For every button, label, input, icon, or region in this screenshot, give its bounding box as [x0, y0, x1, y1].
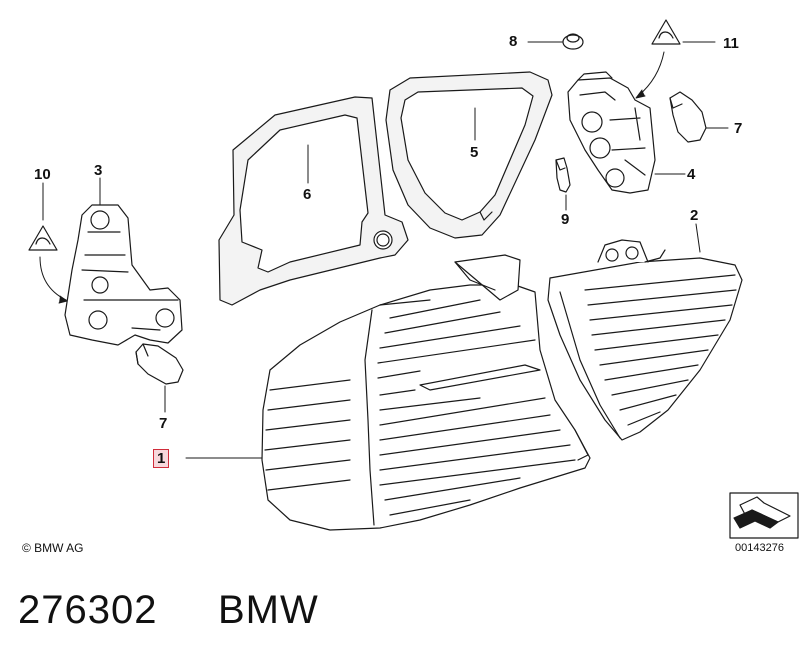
warning-symbol-10 [28, 225, 58, 251]
callout-8[interactable]: 8 [509, 33, 518, 50]
part-number: 276302 [18, 588, 158, 632]
callout-5[interactable]: 5 [470, 144, 479, 161]
exploded-parts-diagram [28, 19, 799, 539]
image-code: 00143276 [735, 542, 784, 554]
tail-light-part-2 [547, 239, 743, 441]
grommet-part-8 [562, 33, 584, 50]
callout-10[interactable]: 10 [34, 166, 51, 183]
callout-6[interactable]: 6 [303, 186, 312, 203]
bulb-holder-part-4 [567, 71, 656, 194]
callout-7-right[interactable]: 7 [734, 120, 743, 137]
callout-4[interactable]: 4 [687, 166, 696, 183]
copyright-notice: © BMW AG [22, 541, 84, 555]
arrow-symbol-11 [635, 51, 665, 99]
callout-7-left[interactable]: 7 [159, 415, 168, 432]
tail-light-part-1 [261, 254, 591, 531]
leader-lines [42, 41, 729, 459]
bulb-holder-part-3 [64, 204, 183, 346]
gasket-part-5 [385, 71, 553, 239]
arrow-symbol-10 [39, 256, 68, 304]
callout-9[interactable]: 9 [561, 211, 570, 228]
bulb-part-7-right [669, 91, 707, 143]
gasket-part-6 [218, 96, 409, 306]
brand-name: BMW [218, 588, 319, 632]
callout-11[interactable]: 11 [723, 35, 739, 52]
warning-symbol-11 [651, 19, 681, 45]
callout-3[interactable]: 3 [94, 162, 103, 179]
wedge-bulb-part-9 [555, 157, 571, 193]
callout-2[interactable]: 2 [690, 207, 699, 224]
orientation-arrow-icon [729, 492, 799, 539]
bulb-part-7-left [135, 343, 184, 385]
callout-1-selected[interactable]: 1 [153, 449, 170, 468]
